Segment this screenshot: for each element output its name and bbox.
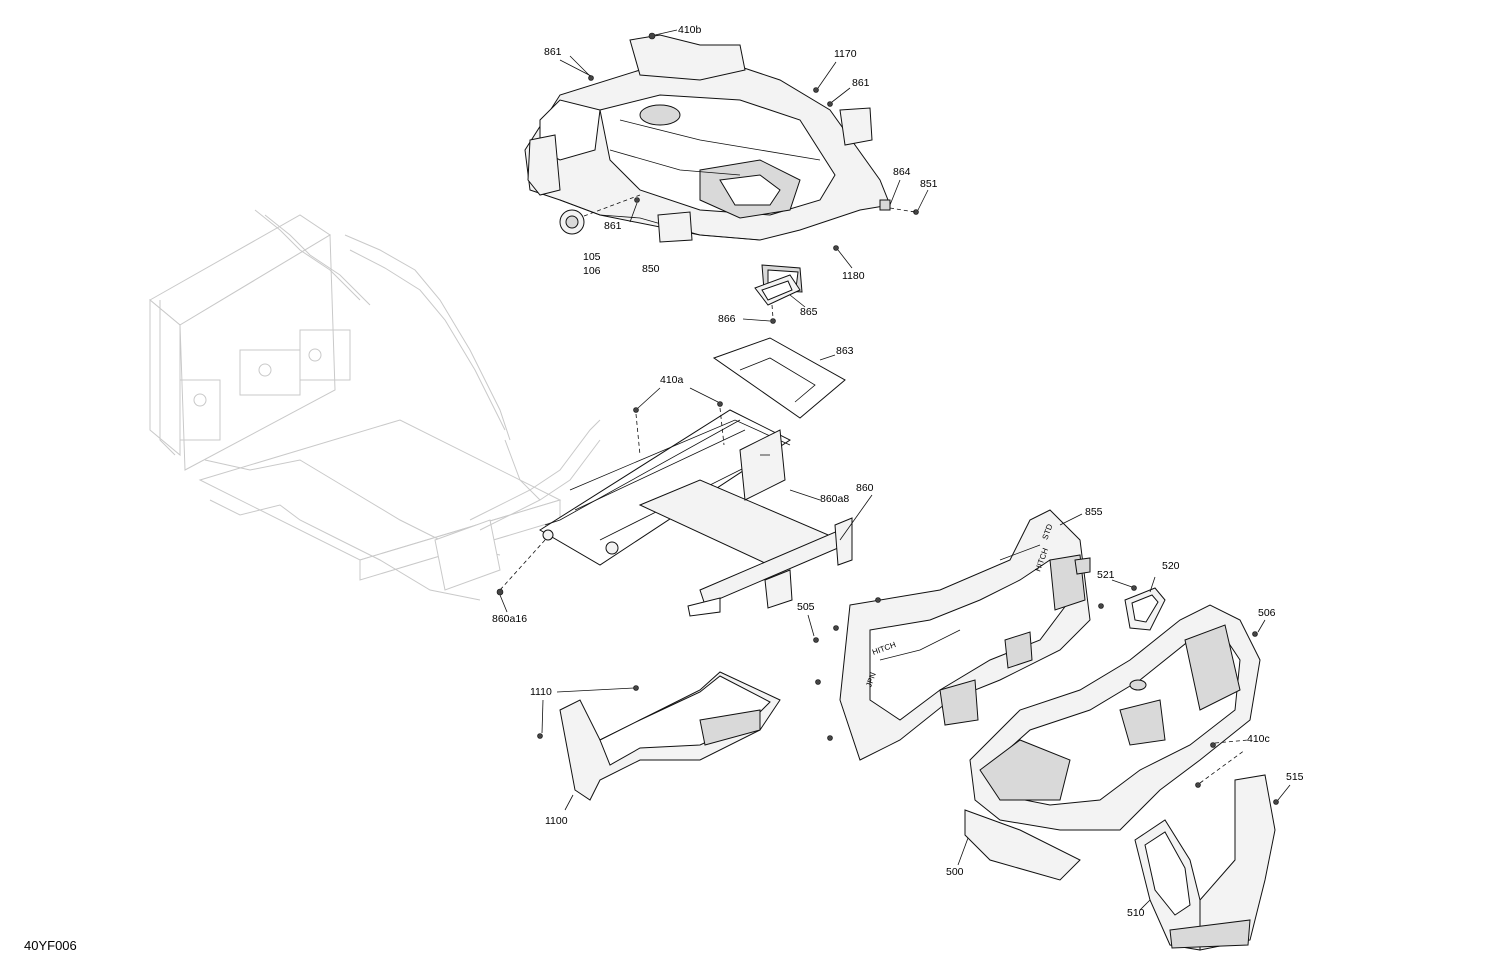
callout-1110: 1110 — [530, 686, 552, 698]
callout-865: 865 — [800, 306, 818, 318]
callout-505: 505 — [797, 601, 815, 613]
vehicle-frame-ghost — [149, 209, 601, 601]
callout-863: 863 — [836, 345, 854, 357]
callout-1100: 1100 — [545, 815, 568, 827]
callout-520: 520 — [1162, 560, 1180, 572]
callout-851: 851 — [920, 178, 938, 190]
deflector-1100 — [537, 671, 781, 811]
callout-861: 861 — [544, 46, 562, 58]
side-panel-510 — [1134, 774, 1291, 951]
callout-521: 521 — [1097, 569, 1115, 581]
callout-861: 861 — [852, 77, 870, 89]
callout-506: 506 — [1258, 607, 1276, 619]
screws-505 — [807, 597, 881, 741]
callout-855: 855 — [1085, 506, 1103, 518]
callout-510: 510 — [1127, 907, 1145, 919]
figure-code: 40YF006 — [24, 938, 77, 953]
callout-1180: 1180 — [842, 270, 865, 282]
callout-410a: 410a — [660, 374, 684, 386]
callout-850: 850 — [642, 263, 660, 275]
top-fasteners — [559, 29, 929, 269]
bracket-865 — [742, 274, 806, 324]
callout-860a16: 860a16 — [492, 613, 528, 625]
callout-105: 105 — [583, 251, 601, 263]
hitch-frame-860 — [496, 387, 873, 617]
callout-500: 500 — [946, 866, 964, 878]
bracket-520 — [1098, 576, 1166, 631]
bushing-105-106 — [559, 194, 641, 235]
callout-410b: 410b — [678, 24, 702, 36]
callout-861: 861 — [604, 220, 622, 232]
callout-860: 860 — [856, 482, 874, 494]
hitch-support-855 — [839, 509, 1091, 761]
rear-body-tub — [524, 34, 891, 293]
callout-866: 866 — [718, 313, 736, 325]
callout-410c: 410c — [1247, 733, 1270, 745]
callout-860a8: 860a8 — [820, 493, 850, 505]
callout-106: 106 — [583, 265, 601, 277]
callout-515: 515 — [1286, 771, 1304, 783]
plate-863 — [712, 337, 846, 419]
rear-bumper-500 — [957, 604, 1266, 881]
callout-864: 864 — [893, 166, 911, 178]
callout-1170: 1170 — [834, 48, 857, 60]
